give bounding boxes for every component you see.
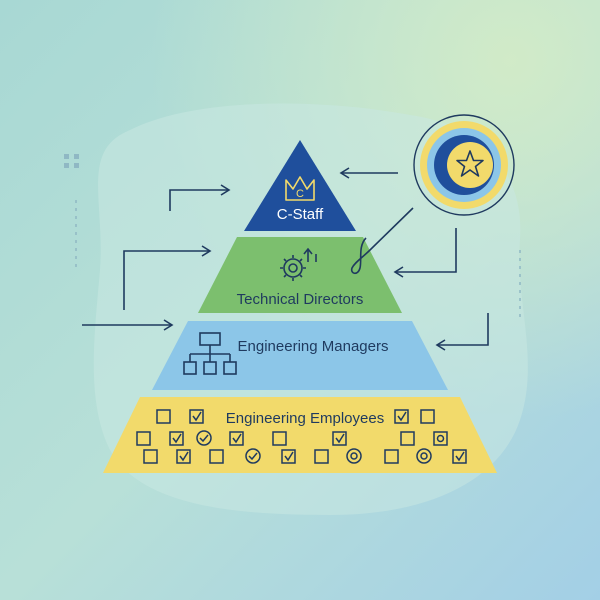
tier-c-staff bbox=[244, 140, 356, 231]
arrow-to-c-staff-left bbox=[169, 189, 228, 211]
gear-growth-icon bbox=[280, 247, 317, 281]
arrow-to-engineering-managers-right bbox=[438, 313, 489, 346]
org-chart-icon bbox=[183, 332, 237, 375]
tier-label-engineering-employees: Engineering Employees bbox=[226, 410, 384, 427]
tier-label-c-staff: C-Staff bbox=[277, 206, 324, 223]
connector-arrows bbox=[82, 167, 489, 351]
arrow-to-technical-directors-left bbox=[123, 250, 209, 310]
decorative-dot-grid bbox=[64, 154, 79, 168]
star-badge-icon bbox=[413, 114, 515, 216]
task-checkbox-icons bbox=[136, 409, 467, 464]
tier-label-engineering-managers: Engineering Managers bbox=[238, 338, 389, 355]
badge-connector bbox=[350, 207, 414, 275]
tier-engineering-employees bbox=[103, 397, 497, 473]
tier-engineering-managers bbox=[152, 321, 448, 390]
tier-label-technical-directors: Technical Directors bbox=[237, 291, 364, 308]
crown-icon: C bbox=[285, 176, 315, 201]
arrow-to-technical-directors-right bbox=[396, 228, 457, 273]
crown-letter: C bbox=[296, 188, 304, 200]
